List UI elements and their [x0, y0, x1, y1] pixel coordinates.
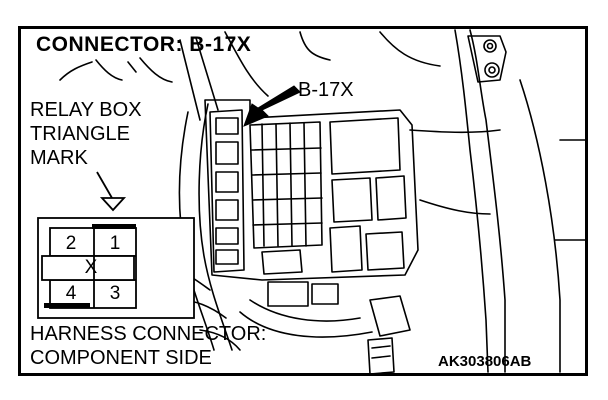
- connector-center-mark: X: [84, 257, 98, 278]
- pin-number: 3: [109, 283, 121, 304]
- relay: [329, 117, 401, 175]
- relay-box-slot: [215, 171, 239, 193]
- bolt: [484, 62, 500, 78]
- bottom-connector: [367, 337, 395, 375]
- relay-box-slot: [215, 141, 239, 165]
- bracket: [467, 35, 507, 83]
- pin-marker-bottom: [44, 303, 90, 308]
- body-panel-line: [419, 199, 491, 215]
- relay: [329, 225, 363, 273]
- wire: [127, 61, 137, 73]
- relay: [375, 175, 407, 221]
- relay-box-slot: [215, 227, 239, 245]
- component: [261, 249, 303, 275]
- wire: [299, 31, 331, 61]
- bolt: [486, 42, 494, 50]
- bolt: [488, 66, 496, 74]
- relay-box-slot: [215, 249, 239, 265]
- relay-box-connector-column: [209, 109, 245, 273]
- relay: [365, 231, 405, 271]
- body-panel-line: [519, 79, 561, 373]
- triangle-mark-icon: [99, 197, 127, 212]
- relay-box-label-line2: TRIANGLE: [30, 123, 131, 145]
- body-panel-line: [409, 129, 501, 134]
- relay-box-label-line3: MARK: [30, 147, 88, 169]
- fuse-panel: [249, 121, 323, 249]
- callout-label: B-17X: [298, 79, 354, 101]
- body-panel-line: [469, 29, 506, 373]
- harness-label-line2: COMPONENT SIDE: [30, 347, 212, 369]
- component: [311, 283, 339, 305]
- component: [249, 299, 361, 322]
- relay-box-slot: [215, 199, 239, 221]
- wire: [179, 39, 201, 121]
- relay: [331, 177, 373, 223]
- pin-marker-top: [92, 224, 136, 229]
- callout-arrow-icon: [243, 85, 301, 127]
- hand-sketch: [199, 329, 241, 351]
- bolt: [483, 39, 497, 53]
- pin-number: 2: [65, 233, 77, 254]
- wire: [139, 57, 173, 83]
- harness-label-line1: HARNESS CONNECTOR:: [30, 323, 267, 345]
- connector-face: [37, 217, 195, 319]
- relay-box-outline: [204, 99, 419, 281]
- wire: [95, 59, 123, 81]
- body-panel-line: [379, 31, 441, 67]
- relay-box-slot: [215, 117, 239, 135]
- component: [239, 311, 373, 338]
- diagram-title: CONNECTOR: B-17X: [36, 33, 252, 56]
- figure-code: AK303806AB: [438, 353, 532, 370]
- component: [267, 281, 309, 307]
- pointer-line: [96, 171, 113, 199]
- wire: [195, 37, 219, 111]
- component: [369, 295, 411, 337]
- wire: [224, 31, 269, 97]
- pin-number: 4: [65, 283, 77, 304]
- wire: [59, 61, 93, 81]
- pin-number: 1: [109, 233, 121, 254]
- body-panel-line: [454, 29, 489, 373]
- relay-box-label-line1: RELAY BOX: [30, 99, 142, 121]
- hose: [198, 103, 233, 351]
